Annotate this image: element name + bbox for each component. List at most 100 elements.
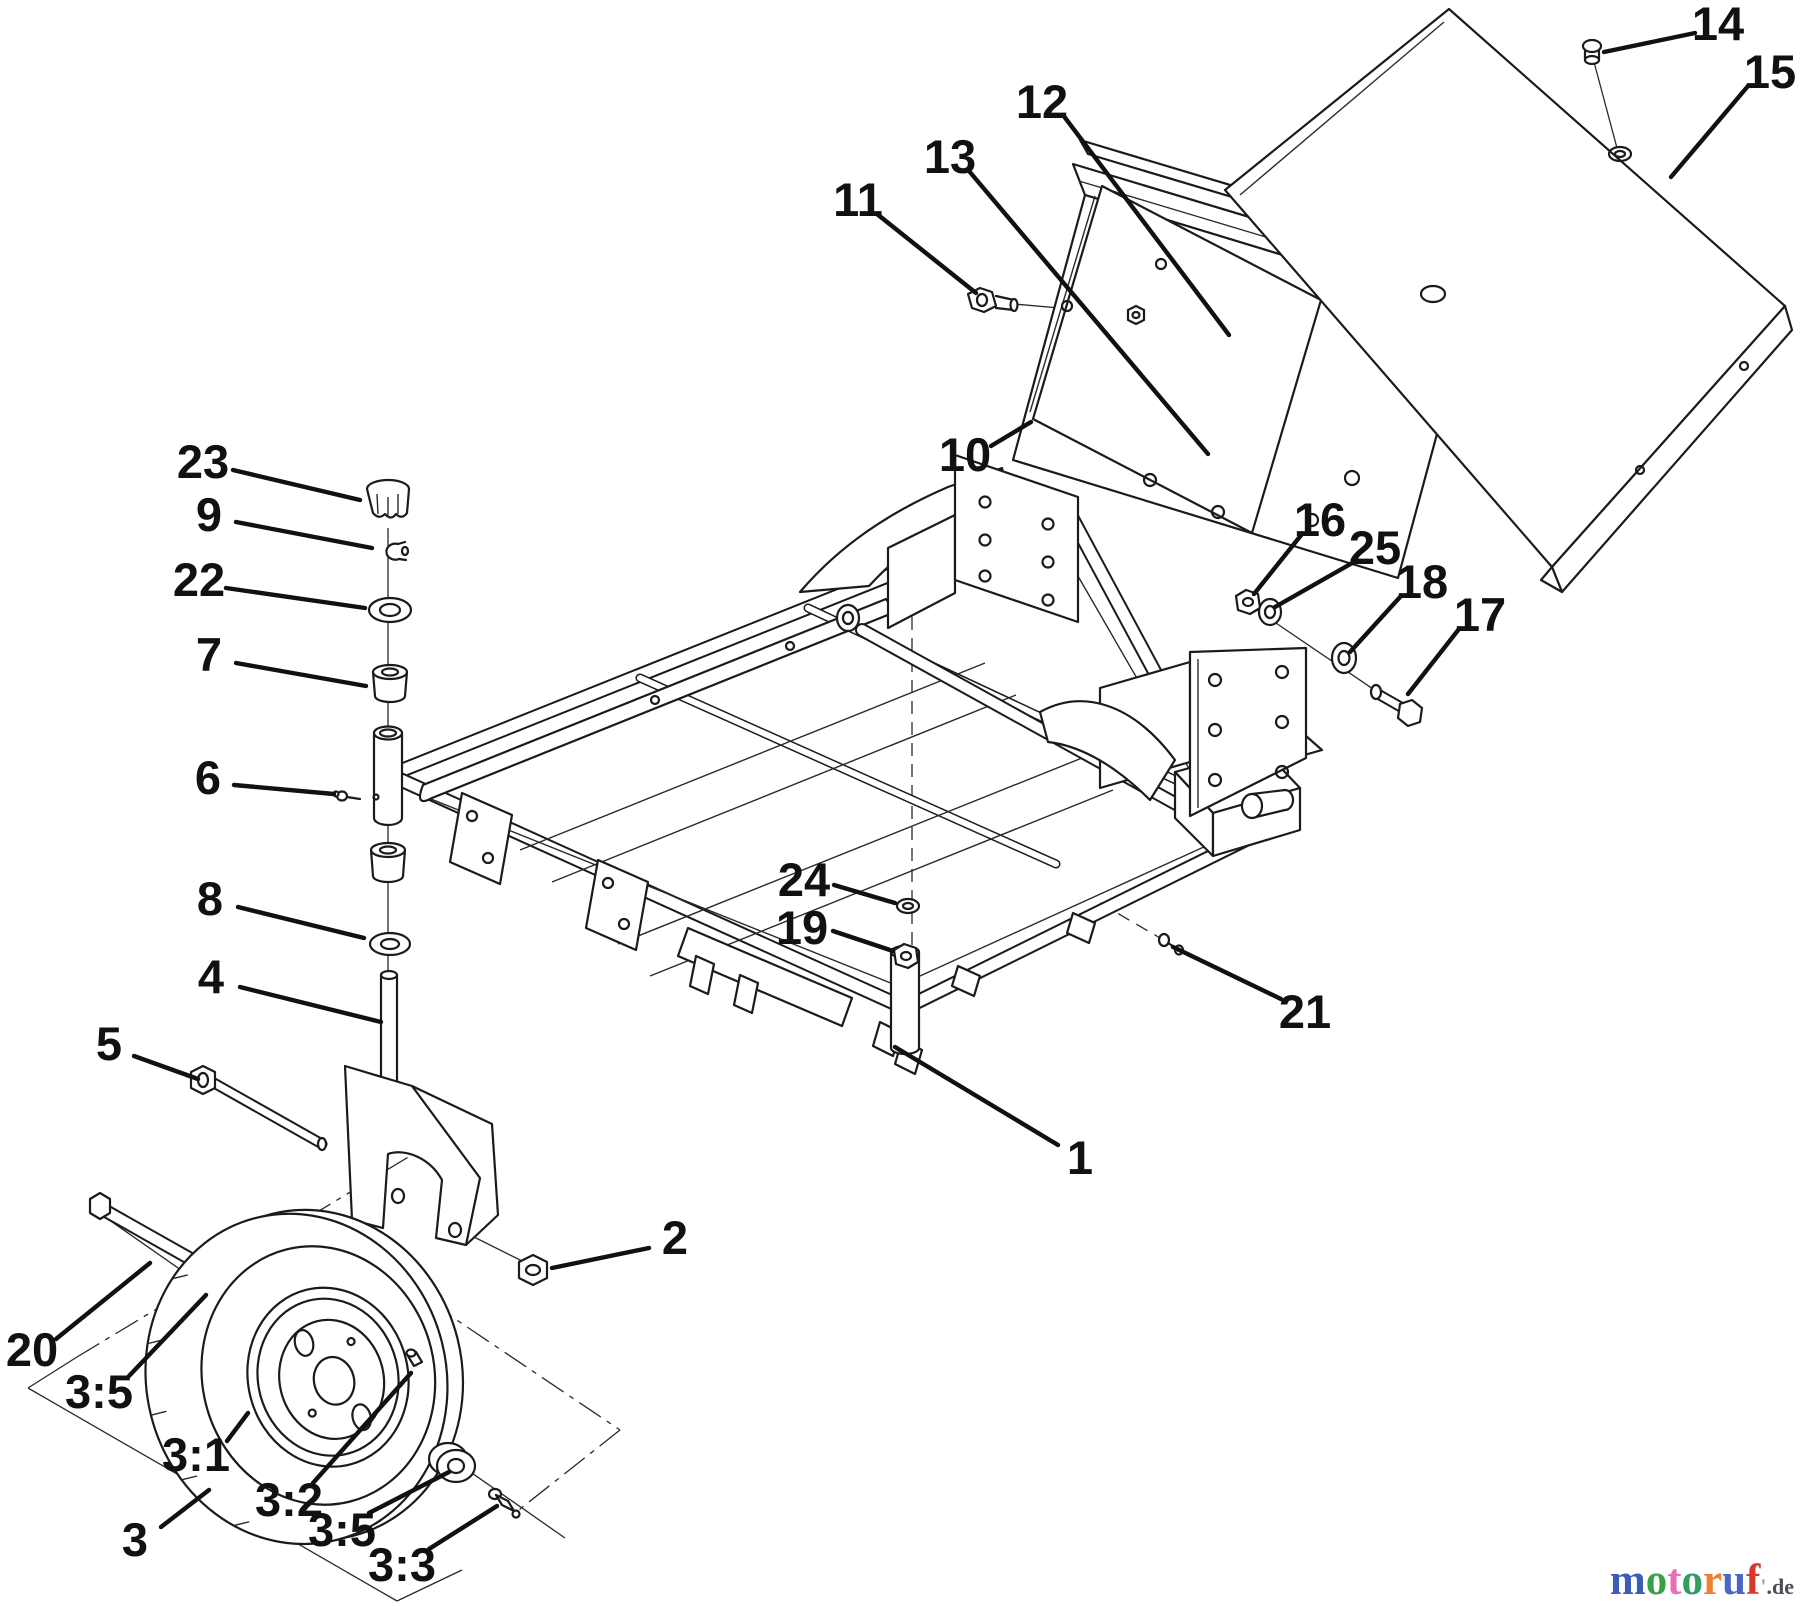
fasteners-right xyxy=(892,286,1424,970)
callout-label-20: 20 xyxy=(6,1323,58,1376)
caster-fork xyxy=(343,1064,500,1247)
watermark-letter: o xyxy=(1645,1557,1668,1604)
callout-leader-14 xyxy=(1601,30,1698,55)
callout-leader-3:1 xyxy=(224,1410,251,1444)
callout-leader-9 xyxy=(233,519,375,551)
callout-label-11: 11 xyxy=(833,173,883,226)
panel-10 xyxy=(1029,184,1323,535)
nut-19 xyxy=(892,942,920,970)
callout-label-6: 6 xyxy=(195,751,221,804)
watermark-letter: r xyxy=(1703,1557,1723,1604)
bushing-7 xyxy=(371,663,409,704)
grease-fitting-6 xyxy=(332,790,362,802)
nut-2 xyxy=(517,1253,549,1287)
callout-label-17: 17 xyxy=(1454,588,1506,641)
watermark-logo: motoruf'.de xyxy=(1610,1559,1794,1602)
callout-label-3:5: 3:5 xyxy=(308,1503,376,1556)
caster-stack xyxy=(189,478,549,1287)
callout-leader-6 xyxy=(231,782,337,797)
washer-lower xyxy=(368,931,412,957)
callout-leader-4 xyxy=(237,984,384,1025)
callout-label-12: 12 xyxy=(1016,75,1068,128)
callout-label-3:2: 3:2 xyxy=(255,1473,323,1526)
callout-label-18: 18 xyxy=(1396,555,1448,608)
cover-panel-15 xyxy=(1223,7,1794,594)
watermark-letter: .de xyxy=(1766,1574,1795,1599)
watermark-letter: u xyxy=(1722,1557,1747,1604)
callout-label-15: 15 xyxy=(1744,45,1796,98)
callout-leader-10 xyxy=(988,419,1034,449)
callout-label-1: 1 xyxy=(1067,1131,1093,1184)
washer-22 xyxy=(367,596,413,624)
nut-11 xyxy=(1126,304,1146,326)
callout-leader-3 xyxy=(158,1487,212,1530)
callout-label-24: 24 xyxy=(778,853,830,906)
watermark-letter: f xyxy=(1746,1557,1761,1604)
callout-leader-7 xyxy=(233,660,369,689)
callout-leader-15 xyxy=(1668,83,1751,180)
washer-25 xyxy=(1257,597,1283,627)
callout-leader-12 xyxy=(1060,112,1232,338)
wheel-assembly xyxy=(88,1191,521,1546)
rail-strap xyxy=(418,597,897,803)
grease-fitting-33 xyxy=(487,1487,521,1519)
callout-leader-21 xyxy=(1170,944,1284,1002)
callout-label-23: 23 xyxy=(177,435,229,488)
valve-stem-32 xyxy=(405,1348,424,1368)
callout-label-7: 7 xyxy=(196,628,222,681)
callout-leader-19 xyxy=(830,928,896,954)
callout-leader-3:2 xyxy=(310,1370,414,1486)
callout-leader-23 xyxy=(230,467,363,503)
callout-leader-5 xyxy=(131,1053,201,1082)
callout-label-8: 8 xyxy=(197,872,223,925)
tire-31 xyxy=(144,1208,465,1546)
callout-leader-3:5 xyxy=(126,1292,209,1379)
callout-leader-25 xyxy=(1272,559,1357,610)
callout-leader-13 xyxy=(966,168,1211,457)
callout-leader-22 xyxy=(223,585,368,611)
callout-leader-18 xyxy=(1347,593,1404,655)
spindle-4 xyxy=(379,969,399,1084)
callout-label-3:1: 3:1 xyxy=(162,1428,230,1481)
callout-leader-20 xyxy=(53,1260,153,1342)
watermark-letter: o xyxy=(1681,1557,1704,1604)
callout-label-5: 5 xyxy=(96,1017,122,1070)
bushing-8 xyxy=(369,841,407,884)
callout-leader-3:5 xyxy=(366,1469,452,1516)
callout-label-4: 4 xyxy=(198,950,224,1003)
callout-label-2: 2 xyxy=(662,1211,688,1264)
callout-leader-8 xyxy=(235,904,367,941)
callout-leader-24 xyxy=(831,882,898,906)
callout-label-19: 19 xyxy=(776,901,828,954)
right-mount-plate xyxy=(1038,646,1308,818)
callout-label-14: 14 xyxy=(1692,0,1744,50)
callout-leader-2 xyxy=(549,1245,652,1271)
cap-23 xyxy=(365,478,411,519)
washer-24 xyxy=(895,897,921,915)
callout-leader-1 xyxy=(892,1044,1061,1148)
callout-layer: 1233:13:23:33:53:54567891011121314151617… xyxy=(6,0,1796,1591)
frame-assembly xyxy=(382,453,1324,1076)
callout-label-3:5: 3:5 xyxy=(65,1365,133,1418)
callout-label-3: 3 xyxy=(122,1513,148,1566)
callout-label-21: 21 xyxy=(1279,985,1331,1038)
callout-label-3:3: 3:3 xyxy=(368,1538,436,1591)
callout-label-13: 13 xyxy=(924,130,976,183)
watermark-letter: ' xyxy=(1760,1574,1767,1599)
socket-tube xyxy=(372,725,404,827)
callout-label-9: 9 xyxy=(196,488,222,541)
pivot-arm xyxy=(798,453,1080,633)
retaining-ring-9 xyxy=(385,540,410,562)
watermark-letter: m xyxy=(1609,1557,1646,1604)
bolt-14 xyxy=(1581,38,1603,66)
bolt-17 xyxy=(1369,683,1424,728)
callout-leader-11 xyxy=(874,211,979,296)
hub-32 xyxy=(278,1318,386,1441)
callout-leader-17 xyxy=(1405,626,1462,697)
callout-leader-3:3 xyxy=(426,1503,500,1552)
callout-label-16: 16 xyxy=(1294,493,1346,546)
bolt-5 xyxy=(189,1064,328,1152)
callout-label-25: 25 xyxy=(1349,521,1401,574)
